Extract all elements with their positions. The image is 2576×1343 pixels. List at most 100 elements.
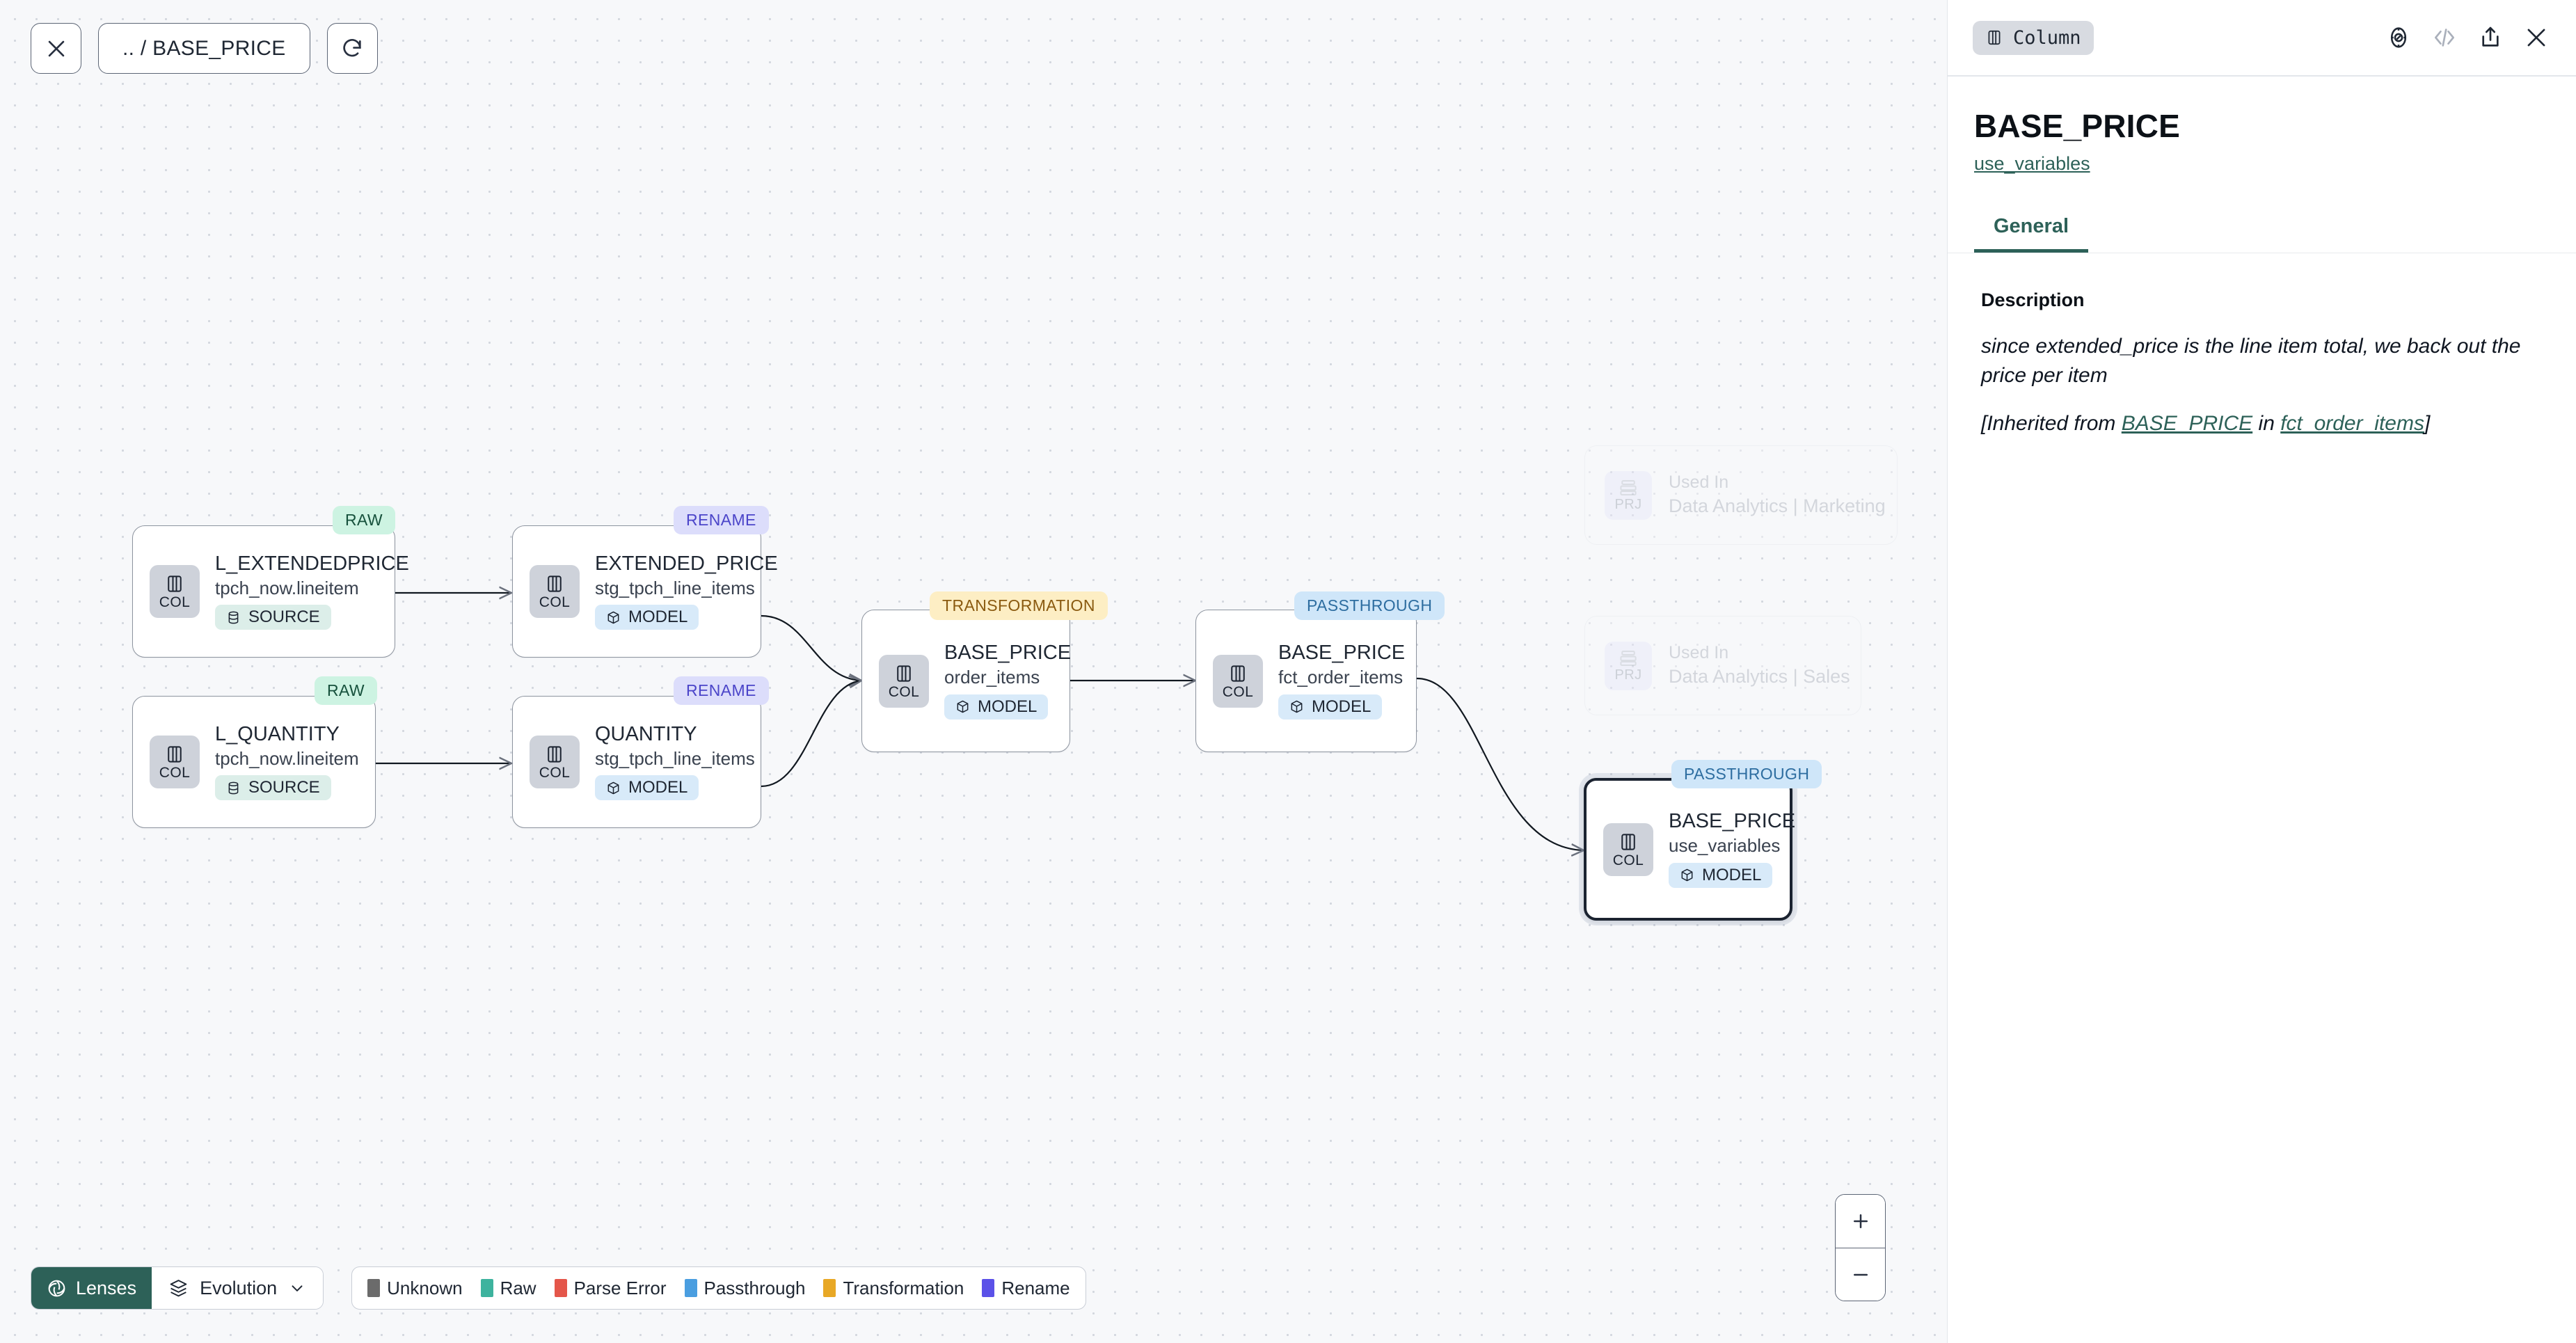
node-badge-passthrough: PASSTHROUGH (1671, 760, 1822, 788)
used-in-card[interactable]: PRJ Used In Data Analytics | Sales (1584, 616, 1861, 715)
legend-item-passthrough[interactable]: Passthrough (684, 1277, 806, 1299)
inherited-model-link[interactable]: fct_order_items (2280, 411, 2424, 435)
aperture-icon (48, 1280, 65, 1296)
evolution-label: Evolution (200, 1277, 278, 1298)
lens-group: Lenses Evolution (31, 1266, 324, 1310)
description-inherited: [Inherited from BASE_PRICE in fct_order_… (1981, 409, 2538, 439)
zoom-in-button[interactable] (1836, 1195, 1885, 1248)
col-chip-label: COL (1222, 683, 1254, 700)
prj-chip: PRJ (1605, 470, 1652, 520)
graph-node-fct-order-items[interactable]: COL BASE_PRICE fct_order_items MODEL (1195, 610, 1417, 752)
entity-type-label: Column (2013, 26, 2081, 49)
inherited-suffix: ] (2424, 411, 2431, 435)
used-in-label: Used In (1669, 642, 1729, 662)
node-title: EXTENDED_PRICE (595, 552, 778, 575)
legend-item-unknown[interactable]: Unknown (367, 1278, 463, 1299)
inherited-prefix: [Inherited from (1981, 411, 2122, 435)
entity-type-chip[interactable]: Column (1973, 20, 2094, 55)
used-in-label: Used In (1669, 472, 1729, 492)
graph-node-extended-price[interactable]: COL EXTENDED_PRICE stg_tpch_line_items M… (512, 525, 778, 658)
details-panel-header: Column (1948, 0, 2576, 75)
graph-node-l-extendedprice[interactable]: COL L_EXTENDEDPRICE tpch_now.lineitem SO… (132, 525, 409, 658)
close-icon (48, 40, 64, 56)
col-chip: COL (1603, 823, 1653, 876)
share-icon[interactable] (2477, 24, 2504, 51)
compass-icon[interactable] (2385, 24, 2412, 51)
code-icon[interactable] (2431, 24, 2458, 51)
legend-swatch (367, 1279, 381, 1297)
legend-item-parse-error[interactable]: Parse Error (554, 1277, 667, 1299)
col-chip: COL (530, 736, 580, 788)
used-in-value: Data Analytics | Sales (1669, 666, 1850, 688)
node-kind-label: MODEL (978, 697, 1037, 716)
node-body: BASE_PRICE fct_order_items MODEL (1278, 642, 1405, 720)
legend-item-raw[interactable]: Raw (480, 1278, 536, 1299)
breadcrumb-label: .. / BASE_PRICE (122, 36, 286, 60)
close-button[interactable] (31, 23, 81, 74)
zoom-out-button[interactable] (1836, 1248, 1885, 1301)
canvas-bottom-toolbar: Lenses Evolution Unkno (31, 1266, 1086, 1310)
node-title: BASE_PRICE (1669, 810, 1796, 833)
breadcrumb[interactable]: .. / BASE_PRICE (98, 23, 310, 74)
refresh-icon (343, 38, 361, 56)
panel-header-actions (2385, 24, 2550, 51)
node-body: L_QUANTITY tpch_now.lineitem SOURCE (215, 723, 359, 801)
evolution-dropdown[interactable]: Evolution (152, 1267, 324, 1309)
legend-item-transformation[interactable]: Transformation (823, 1278, 964, 1299)
graph-node-l-quantity[interactable]: COL L_QUANTITY tpch_now.lineitem SOURCE (132, 696, 376, 828)
node-body: EXTENDED_PRICE stg_tpch_line_items MODEL (595, 553, 778, 630)
inherited-column-link[interactable]: BASE_PRICE (2121, 411, 2253, 435)
node-badge-rename: RENAME (674, 506, 769, 534)
node-inner: COL L_EXTENDEDPRICE tpch_now.lineitem SO… (133, 526, 409, 657)
node-body: L_EXTENDEDPRICE tpch_now.lineitem SOURCE (215, 553, 409, 630)
model-link[interactable]: use_variables (1974, 152, 2090, 174)
node-title: BASE_PRICE (1278, 642, 1406, 665)
canvas-toolbar: .. / BASE_PRICE (31, 23, 378, 74)
chevron-down-icon (292, 1285, 303, 1292)
node-subtitle: use_variables (1669, 835, 1781, 857)
legend-swatch (823, 1279, 836, 1297)
tab-general[interactable]: General (1974, 215, 2088, 253)
graph-node-use-variables[interactable]: COL BASE_PRICE use_variables MODEL (1584, 778, 1795, 921)
column-icon (897, 665, 911, 682)
col-chip-label: COL (539, 594, 571, 610)
node-badge-transformation: TRANSFORMATION (930, 591, 1108, 620)
inherited-mid: in (2252, 411, 2281, 435)
close-icon[interactable] (2523, 24, 2550, 51)
node-inner: COL BASE_PRICE use_variables MODEL (1587, 781, 1795, 918)
graph-node-quantity[interactable]: COL QUANTITY stg_tpch_line_items MODEL (512, 696, 761, 828)
legend-label: Parse Error (573, 1277, 667, 1298)
legend: Unknown Raw Parse Error Passthrough Tran… (351, 1266, 1086, 1310)
legend-swatch (480, 1279, 493, 1297)
used-in-value: Data Analytics | Marketing (1669, 495, 1886, 517)
description-text: since extended_price is the line item to… (1981, 334, 2521, 388)
used-in-card-inner: PRJ Used In Data Analytics | Marketing (1585, 446, 1897, 544)
used-in-card-inner: PRJ Used In Data Analytics | Sales (1585, 617, 1861, 715)
col-chip: COL (530, 565, 580, 618)
legend-item-rename[interactable]: Rename (982, 1278, 1070, 1299)
col-chip-label: COL (1612, 852, 1644, 868)
refresh-button[interactable] (326, 23, 378, 74)
zoom-controls (1835, 1194, 1886, 1301)
page-title: BASE_PRICE (1974, 107, 2180, 144)
minus-icon (1853, 1273, 1868, 1276)
lineage-canvas[interactable]: .. / BASE_PRICE (0, 0, 1947, 1343)
node-inner: COL BASE_PRICE fct_order_items MODEL (1196, 610, 1416, 752)
node-subtitle: tpch_now.lineitem (215, 747, 359, 769)
column-icon (1231, 665, 1245, 682)
node-body: BASE_PRICE order_items MODEL (944, 642, 1071, 720)
legend-label: Passthrough (703, 1277, 806, 1298)
database-icon (228, 611, 239, 624)
legend-swatch (554, 1279, 567, 1297)
legend-label: Transformation (843, 1277, 964, 1298)
node-inner: COL QUANTITY stg_tpch_line_items MODEL (513, 697, 761, 827)
node-kind-label: SOURCE (248, 607, 320, 627)
graph-node-order-items[interactable]: COL BASE_PRICE order_items MODEL (861, 610, 1071, 752)
node-subtitle: tpch_now.lineitem (215, 577, 359, 598)
plus-icon (1853, 1214, 1868, 1228)
lenses-button[interactable]: Lenses (31, 1267, 152, 1309)
node-subtitle: fct_order_items (1278, 667, 1404, 688)
column-icon (548, 746, 562, 763)
used-in-card[interactable]: PRJ Used In Data Analytics | Marketing (1584, 445, 1898, 545)
database-icon (228, 781, 239, 795)
